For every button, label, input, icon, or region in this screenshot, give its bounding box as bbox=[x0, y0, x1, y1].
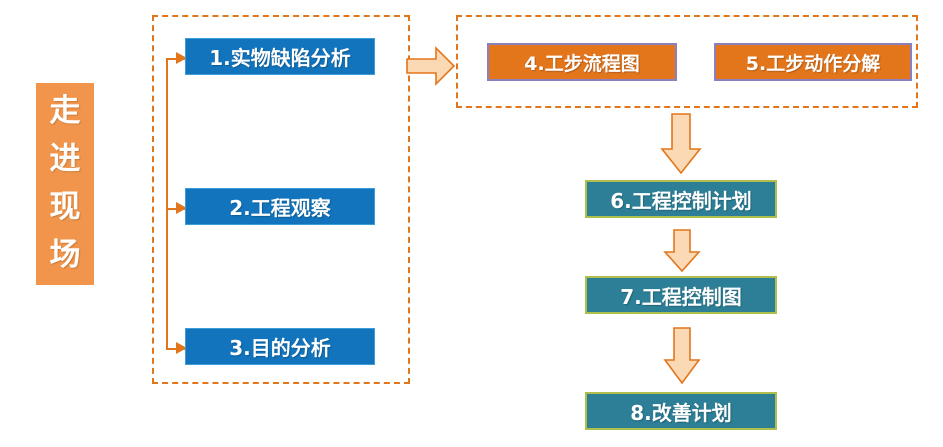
entry-label-char-3: 现 bbox=[49, 189, 81, 225]
entry-label-char-2: 进 bbox=[49, 141, 81, 177]
process-box-1[interactable]: 1.实物缺陷分析 bbox=[185, 38, 375, 75]
process-box-3[interactable]: 3.目的分析 bbox=[185, 328, 375, 365]
process-box-1-label: 1.实物缺陷分析 bbox=[209, 46, 351, 70]
process-box-4-label: 4.工步流程图 bbox=[524, 52, 640, 75]
process-box-7-label: 7.工程控制图 bbox=[620, 284, 742, 309]
process-box-4[interactable]: 4.工步流程图 bbox=[487, 43, 677, 81]
arrow-right-icon-main bbox=[406, 46, 456, 86]
process-box-2-label: 2.工程观察 bbox=[229, 196, 331, 220]
entry-label-char-1: 走 bbox=[49, 93, 81, 129]
group-container-analysis bbox=[152, 15, 410, 384]
arrow-down-icon-2 bbox=[663, 229, 701, 273]
arrow-right-icon-box2 bbox=[176, 202, 187, 214]
process-box-6-label: 6.工程控制计划 bbox=[610, 188, 752, 213]
arrow-down-icon-1 bbox=[660, 113, 702, 175]
process-box-8-label: 8.改善计划 bbox=[630, 400, 732, 425]
group-container-work-steps bbox=[456, 15, 918, 108]
process-box-8[interactable]: 8.改善计划 bbox=[585, 392, 777, 430]
arrow-right-icon-box3 bbox=[176, 342, 187, 354]
process-box-5-label: 5.工步动作分解 bbox=[745, 52, 881, 75]
entry-label-go-to-site: 走 进 现 场 bbox=[36, 83, 94, 285]
arrow-down-icon-3 bbox=[663, 327, 701, 385]
process-box-6[interactable]: 6.工程控制计划 bbox=[585, 180, 777, 218]
entry-label-char-4: 场 bbox=[49, 237, 81, 273]
process-box-5[interactable]: 5.工步动作分解 bbox=[714, 43, 912, 81]
connector-rail-vertical bbox=[166, 58, 168, 350]
process-box-7[interactable]: 7.工程控制图 bbox=[585, 276, 777, 314]
arrow-right-icon-box1 bbox=[176, 52, 187, 64]
process-box-3-label: 3.目的分析 bbox=[229, 336, 331, 360]
process-box-2[interactable]: 2.工程观察 bbox=[185, 188, 375, 225]
